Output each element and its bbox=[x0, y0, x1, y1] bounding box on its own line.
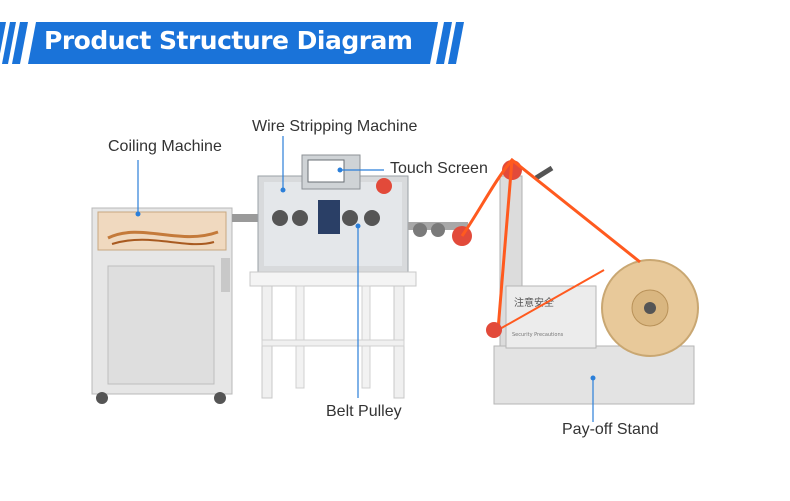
header-banner: Product Structure Diagram bbox=[0, 22, 486, 64]
label-coiling-machine: Coiling Machine bbox=[108, 138, 222, 155]
warning-label-en: Security Precautions bbox=[512, 332, 564, 338]
coiling-machine bbox=[91, 207, 233, 404]
wire-stripping-machine bbox=[257, 154, 409, 273]
label-touch-screen: Touch Screen bbox=[390, 160, 488, 177]
touch-screen bbox=[307, 159, 345, 183]
label-pay-off-stand: Pay-off Stand bbox=[562, 421, 659, 438]
label-belt-pulley: Belt Pulley bbox=[326, 403, 402, 420]
connector-bar bbox=[232, 214, 262, 222]
banner-shape bbox=[0, 22, 464, 64]
warning-label: 注意安全 bbox=[514, 296, 554, 309]
machine-table bbox=[249, 271, 417, 399]
pay-off-stand: 注意安全 Security Precautions bbox=[460, 157, 699, 405]
page-title: Product Structure Diagram bbox=[44, 26, 413, 55]
callout-lines bbox=[135, 136, 596, 422]
label-wire-stripping-machine: Wire Stripping Machine bbox=[252, 118, 418, 135]
